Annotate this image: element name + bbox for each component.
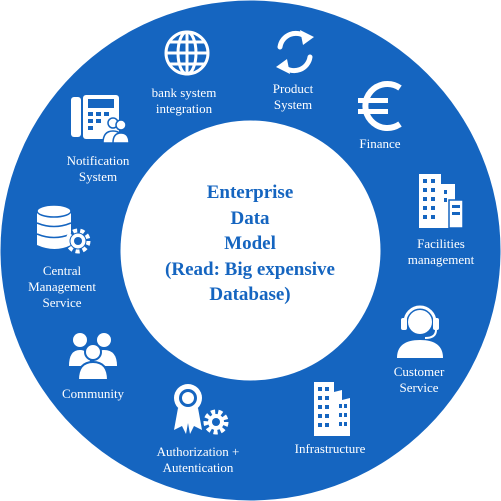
label-line: Authorization + [156,444,240,459]
label-line: Product [272,81,314,96]
center-title-line: Database) [209,284,291,305]
label-line: Infrastructure [294,441,366,456]
segment-label-central-management: Central Management Service [28,263,96,311]
segment-label-facilities: Facilities management [408,236,474,268]
database-gear-icon [36,204,91,254]
office-phone-users-icon [71,95,129,144]
skyscraper-icon [314,382,350,436]
label-line: Facilities [417,236,465,251]
label-line: Notification [66,153,130,168]
segment-label-customer-service: Customer Service [394,364,445,396]
label-line: bank system [151,85,217,100]
center-title-line: (Read: Big expensive [165,258,335,280]
label-line: Autentication [162,460,234,475]
center-title: Enterprise Data Model (Read: Big expensi… [130,180,370,308]
segment-label-infrastructure: Infrastructure [295,441,366,457]
headset-agent-icon [397,305,443,358]
label-line: Community [61,386,125,401]
segment-label-notification: Notification System [67,153,130,185]
label-line: management [407,252,475,267]
label-line: Management [28,279,96,294]
segment-label-finance: Finance [359,136,400,152]
euro-icon [358,81,402,131]
segment-label-authorization: Authorization + Autentication [157,444,240,476]
award-badge-gear-icon [174,384,229,435]
segment-label-bank-system: bank system integration [152,85,217,117]
label-line: Finance [359,136,401,151]
center-title-line: Data [230,207,270,229]
center-title-line: Enterprise [206,182,294,203]
office-buildings-icon [419,174,464,229]
label-line: System [78,169,118,184]
refresh-cycle-icon [276,30,314,74]
label-line: Service [399,380,439,395]
globe-icon [164,30,210,76]
segment-label-product-system: Product System [273,81,313,113]
center-title-line: Model [224,233,276,254]
label-line: System [273,97,313,112]
segment-label-community: Community [62,386,124,402]
label-line: Central [42,263,82,278]
people-group-icon [69,333,117,380]
label-line: integration [155,101,213,116]
label-line: Customer [393,364,445,379]
label-line: Service [42,295,82,310]
center-circle [120,120,381,381]
